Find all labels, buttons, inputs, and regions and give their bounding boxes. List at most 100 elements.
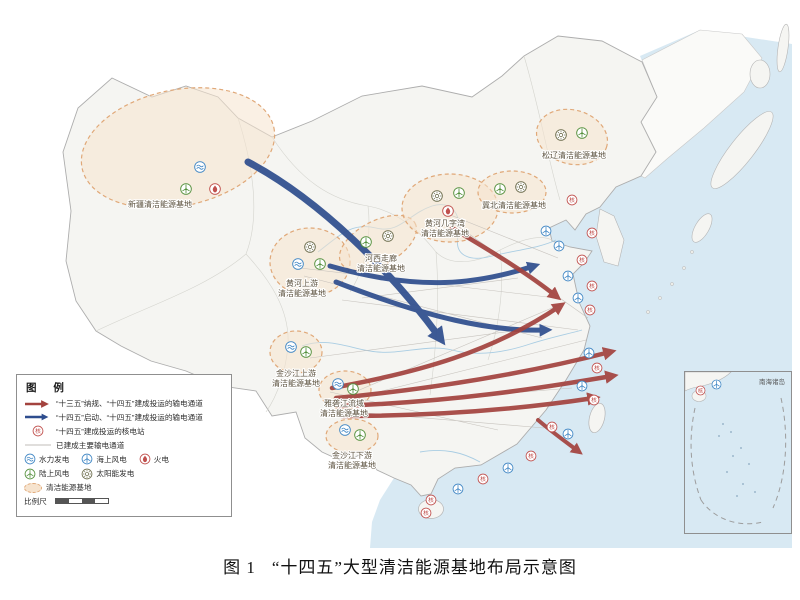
nuclear-plant-icon xyxy=(588,394,600,406)
base-area-jibei xyxy=(477,170,547,214)
red-arrow-southwest-4 xyxy=(339,392,601,419)
legend-item-nuclear: “十四五”建成投运的核电站 xyxy=(24,425,224,437)
offshore-wind-icon xyxy=(553,240,565,252)
base-label: 雅砻江流域 xyxy=(324,398,364,408)
legend-label: 陆上风电 xyxy=(39,469,70,478)
figure-title: “十四五”大型清洁能源基地布局示意图 xyxy=(271,558,577,577)
onshore-wind-icon xyxy=(494,183,506,195)
inset-map: 南海诸岛 xyxy=(684,371,787,525)
nuclear-plant-icon xyxy=(695,385,706,396)
nuclear-plant-icon xyxy=(584,304,596,316)
existing-line-glyph xyxy=(25,444,51,446)
onshore-wind-icon xyxy=(180,183,192,195)
base-label: 清洁能源基地 xyxy=(328,460,376,470)
base-label: 新疆清洁能源基地 xyxy=(128,199,192,209)
transmission-arrows-red xyxy=(329,225,619,455)
base-label: 冀北清洁能源基地 xyxy=(482,200,546,210)
hydro-icon xyxy=(285,341,297,353)
legend-item-thermal: 火电 xyxy=(139,453,169,465)
base-label: 松辽清洁能源基地 xyxy=(542,150,606,160)
legend-item-blue-arrow: “十四五”启动、“十四五”建成投运的输电通道 xyxy=(24,412,224,423)
legend-label: 海上风电 xyxy=(96,454,127,464)
inset-islands xyxy=(718,423,756,497)
legend-item-scale: 比例尺 xyxy=(24,496,224,507)
base-label: 清洁能源基地 xyxy=(357,263,405,273)
transmission-arrows-blue xyxy=(244,158,553,346)
nuclear-plant-icon xyxy=(420,507,432,519)
figure-caption: 图 1“十四五”大型清洁能源基地布局示意图 xyxy=(0,553,800,578)
red-arrow-southwest-1 xyxy=(329,302,566,391)
legend-label: 火电 xyxy=(153,454,169,464)
nuclear-plant-icon xyxy=(576,254,588,266)
offshore-wind-icon xyxy=(502,462,514,474)
onshore-wind-icon xyxy=(453,187,465,199)
blue-arrow-huanghe-1 xyxy=(327,261,541,286)
red-arrow-coastal-south xyxy=(536,418,583,455)
base-area-xinjiang xyxy=(80,87,276,209)
hydro-icon xyxy=(332,378,344,390)
nuclear-plant-icon xyxy=(566,194,578,206)
red-arrow-glyph xyxy=(25,399,49,408)
offshore-wind-icon xyxy=(540,225,552,237)
solar-icon xyxy=(515,181,527,193)
hydro-icon xyxy=(194,161,206,173)
base-area-songliao xyxy=(535,108,609,166)
legend-icon-row-1: 水力发电 海上风电 火电 xyxy=(24,453,224,465)
legend-item-hydro: 水力发电 xyxy=(24,453,69,465)
nuclear-plant-icon xyxy=(425,494,437,506)
offshore-wind-icon xyxy=(572,292,584,304)
base-label: 黄河几字湾 xyxy=(425,218,465,228)
nuclear-plant-icon xyxy=(525,450,537,462)
solar-icon xyxy=(382,230,394,242)
hydro-icon xyxy=(24,453,36,465)
legend-icon-row-2: 陆上风电 太阳能发电 xyxy=(24,468,224,480)
solar-icon xyxy=(431,190,443,202)
onshore-wind-icon xyxy=(354,429,366,441)
energy-base-areas xyxy=(80,87,609,454)
hydro-icon xyxy=(292,258,304,270)
scale-label: 比例尺 xyxy=(24,496,47,506)
legend-label: 已建成主要输电通道 xyxy=(56,440,125,450)
base-labels: 新疆清洁能源基地 黄河上游 清洁能源基地 河西走廊 清洁能源基地 黄河几字湾 清… xyxy=(127,149,607,471)
legend-item-offshore-wind: 海上风电 xyxy=(81,453,127,465)
solar-icon xyxy=(304,241,316,253)
nuclear-plant-icon xyxy=(591,362,603,374)
onshore-wind-icon xyxy=(347,383,359,395)
japan-hokkaido-island xyxy=(749,59,771,89)
legend-label: 清洁能源基地 xyxy=(46,483,92,492)
offshore-wind-icon xyxy=(562,428,574,440)
onshore-wind-icon xyxy=(360,236,372,248)
scale-bar xyxy=(54,498,109,504)
onshore-wind-icon xyxy=(24,468,36,479)
base-label: 黄河上游 xyxy=(286,278,318,288)
legend-title: 图 例 xyxy=(26,382,71,394)
offshore-wind-icon xyxy=(452,483,464,495)
legend-item-solar: 太阳能发电 xyxy=(81,468,134,480)
base-label: 河西走廊 xyxy=(365,253,397,263)
inset-dashed-boundary xyxy=(690,397,787,525)
legend-item-onshore-wind: 陆上风电 xyxy=(24,468,69,480)
legend-label: 水力发电 xyxy=(39,454,70,464)
japan-honshu-island xyxy=(710,111,774,189)
base-label: 清洁能源基地 xyxy=(421,228,469,238)
nuclear-plant-icon xyxy=(32,425,44,437)
offshore-wind-icon xyxy=(82,453,93,465)
offshore-wind-icon xyxy=(576,380,588,392)
nuclear-plant-icon xyxy=(546,421,558,433)
base-area-jinshajiang-downstream xyxy=(325,418,379,454)
offshore-wind-icon xyxy=(562,270,574,282)
legend-item-base-area: 清洁能源基地 xyxy=(24,482,224,493)
onshore-wind-icon xyxy=(576,127,588,139)
sakhalin-island xyxy=(776,23,790,73)
base-label: 清洁能源基地 xyxy=(320,408,368,418)
nuclear-plant-icon xyxy=(586,227,598,239)
solar-icon xyxy=(555,129,567,141)
base-area-yalongjiang xyxy=(318,370,372,410)
onshore-wind-icon xyxy=(300,346,312,358)
red-arrow-southwest-2 xyxy=(333,347,617,401)
legend-item-red-arrow: “十三五”纳规、“十四五”建成投运的输电通道 xyxy=(24,398,224,409)
offshore-wind-icon xyxy=(711,379,722,390)
nuclear-plant-icon xyxy=(586,280,598,292)
map-legend: 图 例 “十三五”纳规、“十四五”建成投运的输电通道 “十四五”启动、“十四五”… xyxy=(16,374,232,517)
